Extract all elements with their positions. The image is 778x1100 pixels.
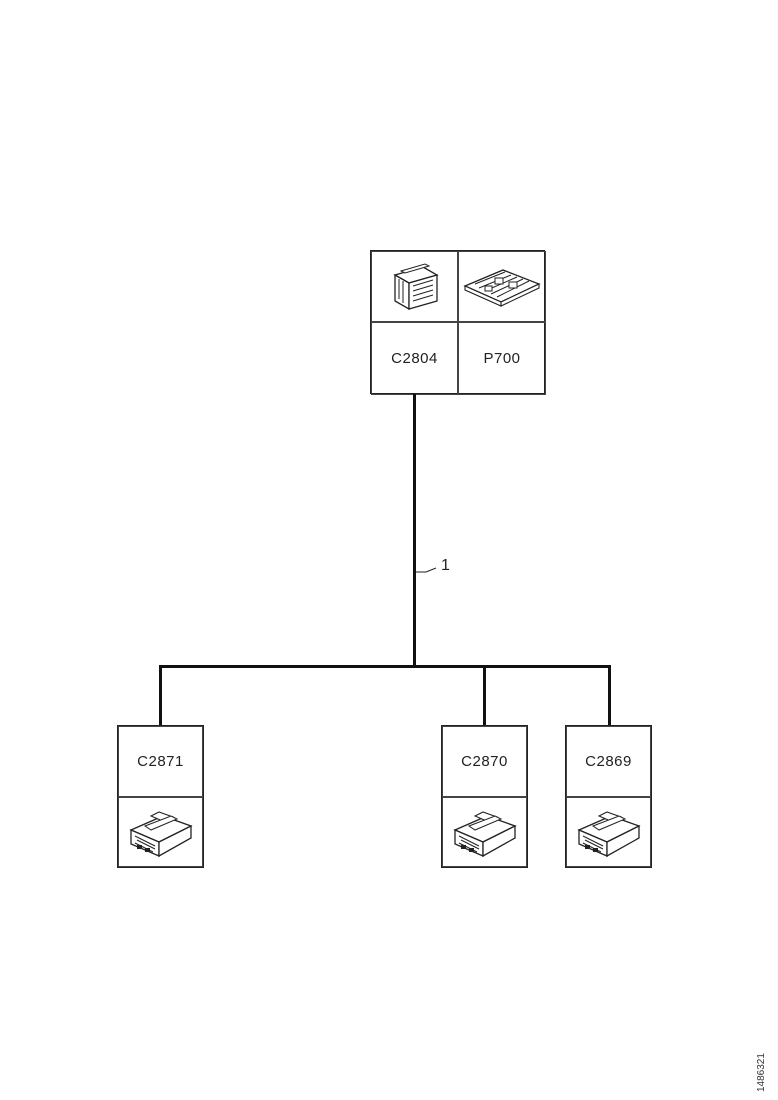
connector-image-cell xyxy=(118,797,203,867)
connector-code: P700 xyxy=(483,350,521,367)
connector-plug-icon xyxy=(128,811,193,858)
circuit-board-icon xyxy=(463,268,541,307)
harness-branch-wire xyxy=(159,665,611,668)
connector-code-cell: C2804 xyxy=(371,322,458,395)
connector-code-cell: C2869 xyxy=(566,726,651,797)
connector-block-bottom: C2870 xyxy=(441,725,528,868)
connector-code: C2869 xyxy=(585,753,632,770)
connector-plug-icon xyxy=(452,811,517,858)
harness-callout-label: 1 xyxy=(441,557,450,574)
connector-code: C2870 xyxy=(461,753,508,770)
connector-image-cell xyxy=(442,797,527,867)
branch-drop-wire xyxy=(159,665,162,726)
connector-block-bottom: C2869 xyxy=(565,725,652,868)
branch-drop-wire xyxy=(608,665,611,726)
connector-code: C2804 xyxy=(391,350,438,367)
document-id: 1486321 xyxy=(756,1053,767,1092)
connector-image-cell xyxy=(371,251,458,322)
harness-trunk-wire xyxy=(413,394,416,668)
connector-image-cell xyxy=(566,797,651,867)
connector-block-top: C2804 P700 xyxy=(370,250,546,395)
callout-leader xyxy=(416,567,437,573)
connector-code-cell: P700 xyxy=(458,322,546,395)
connector-code-cell: C2871 xyxy=(118,726,203,797)
connector-code-cell: C2870 xyxy=(442,726,527,797)
connector-block-bottom: C2871 xyxy=(117,725,204,868)
branch-drop-wire xyxy=(483,665,486,726)
connector-plug-icon xyxy=(576,811,641,858)
board-image-cell xyxy=(458,251,546,322)
connector-housing-icon xyxy=(392,262,439,310)
connector-code: C2871 xyxy=(137,753,184,770)
